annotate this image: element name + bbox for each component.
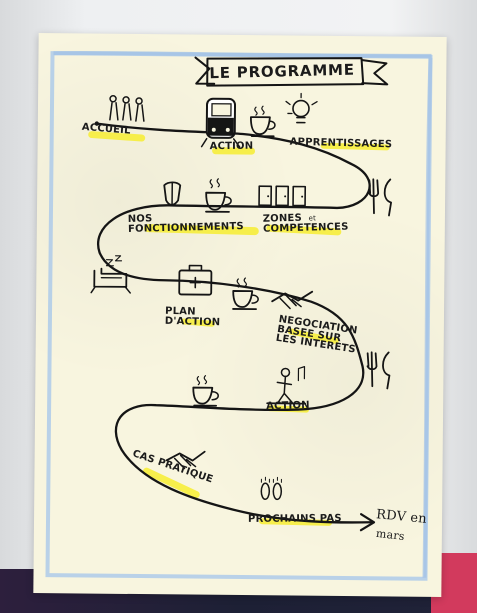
first-aid-kit-icon: [178, 264, 213, 296]
flipchart-paper: LE PROGRAMME ACCUEIL ACTION APPRENTISSAG…: [33, 33, 447, 597]
apprentissages-label: APPRENTISSAGES: [289, 136, 393, 151]
lightbulb-icon: [285, 92, 318, 124]
cutlery-icon: [366, 351, 391, 390]
handshake-icon: [165, 450, 206, 470]
blue-right-border: [422, 57, 433, 578]
daction-label: D'ACTION: [164, 315, 221, 328]
plan-action-label: PLAN D'ACTION: [164, 306, 221, 328]
action-label: ACTION: [209, 140, 254, 153]
speaker-person-icon: [266, 366, 307, 405]
shield-icon: [163, 181, 182, 207]
title-banner: [194, 56, 389, 87]
competences-label: COMPETENCES: [262, 221, 349, 235]
footprints-icon: [260, 476, 283, 501]
coffee-cup-icon: [249, 105, 276, 138]
zones-et-label: et: [308, 214, 317, 223]
flipchart-drawing: [45, 50, 433, 581]
page-title: LE PROGRAMME: [209, 60, 356, 83]
yellow-highlights: [88, 131, 390, 526]
cutlery-icon: [368, 178, 392, 217]
coffee-cup-icon: [192, 375, 219, 407]
coffee-cup-icon: [232, 277, 259, 311]
nos-fonctionnements-label: NOS FONCTIONNEMENTS: [128, 212, 244, 234]
door-panels-icon: [258, 185, 307, 207]
coffee-cup-icon: [205, 178, 232, 213]
zones-competences-label: ZONES et COMPETENCES: [263, 213, 349, 234]
path-arrowhead: [359, 513, 376, 532]
bed-icon: [90, 255, 131, 294]
path-start-dot: [94, 121, 100, 126]
people-icon: [109, 95, 145, 122]
train-icon: [200, 97, 241, 148]
program-path-line: [95, 122, 373, 524]
blue-top-border: [53, 50, 432, 58]
action-label: ACTION: [265, 399, 310, 413]
handshake-icon: [271, 290, 314, 310]
prochains-pas-label: PROCHAINS PAS: [247, 513, 342, 525]
